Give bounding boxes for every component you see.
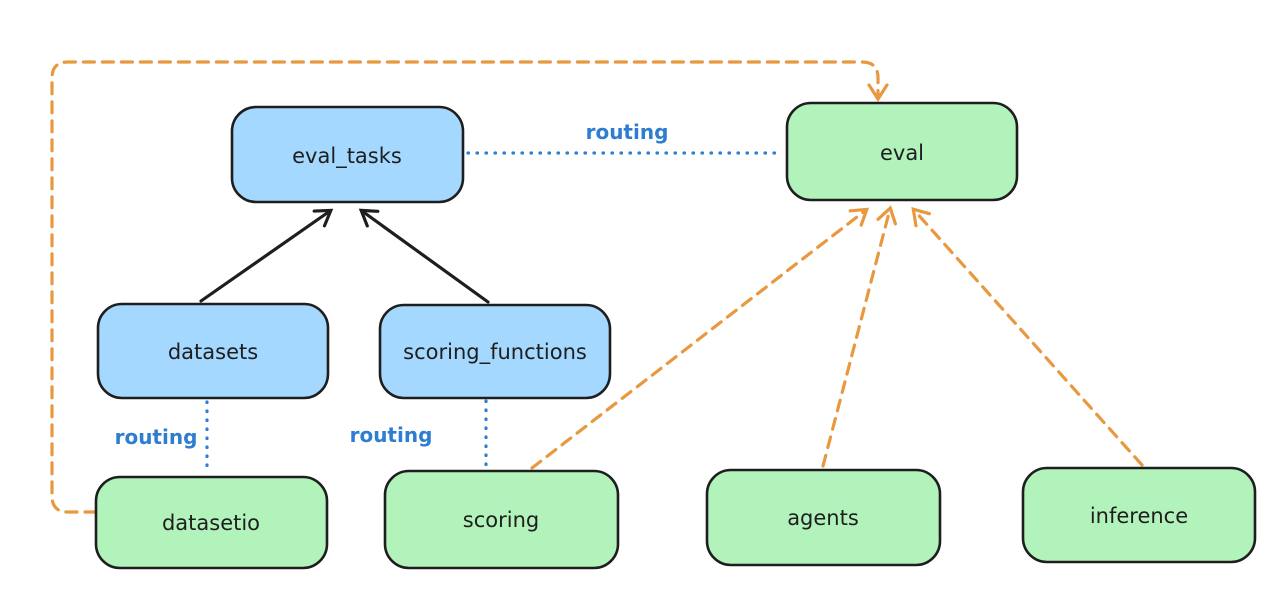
node-eval-tasks: eval_tasks — [230, 105, 465, 204]
node-scoring: scoring — [383, 469, 620, 570]
node-scoring-box — [383, 469, 620, 570]
node-scoring-label: scoring — [463, 508, 539, 532]
node-scoring-functions-box — [378, 303, 612, 400]
node-eval-label: eval — [880, 141, 924, 165]
edge-inference-to-eval — [911, 207, 1144, 467]
nodes: eval_tasks eval datasets scoring_functio… — [94, 101, 1257, 570]
node-inference-label: inference — [1090, 504, 1188, 528]
edge-labels: routing routing routing — [115, 120, 669, 449]
edge-agents-to-eval — [821, 205, 898, 468]
node-eval: eval — [785, 101, 1019, 202]
routing-label-top: routing — [586, 120, 669, 144]
node-scoring-functions-label: scoring_functions — [403, 340, 587, 365]
node-agents: agents — [705, 468, 942, 567]
node-agents-box — [705, 468, 942, 567]
node-datasets-box — [96, 302, 330, 400]
node-datasets-label: datasets — [168, 340, 258, 364]
node-datasetio-label: datasetio — [162, 511, 260, 535]
routing-label-datasetio: routing — [115, 425, 198, 449]
node-inference: inference — [1021, 466, 1257, 564]
node-agents-label: agents — [787, 506, 859, 530]
node-datasets: datasets — [96, 302, 330, 400]
node-eval-tasks-box — [230, 105, 465, 204]
node-eval-tasks-label: eval_tasks — [292, 144, 402, 169]
edge-datasets-to-eval-tasks — [199, 208, 334, 303]
edge-scoring-to-eval — [530, 207, 870, 470]
edges — [50, 60, 1144, 514]
node-scoring-functions: scoring_functions — [378, 303, 612, 400]
edge-datasetio-to-eval — [50, 60, 889, 514]
node-datasetio: datasetio — [94, 475, 329, 570]
node-eval-box — [785, 101, 1019, 202]
edge-scoring-functions-to-eval-tasks — [358, 208, 490, 304]
node-datasetio-box — [94, 475, 329, 570]
node-inference-box — [1021, 466, 1257, 564]
routing-label-scoring: routing — [350, 423, 433, 447]
